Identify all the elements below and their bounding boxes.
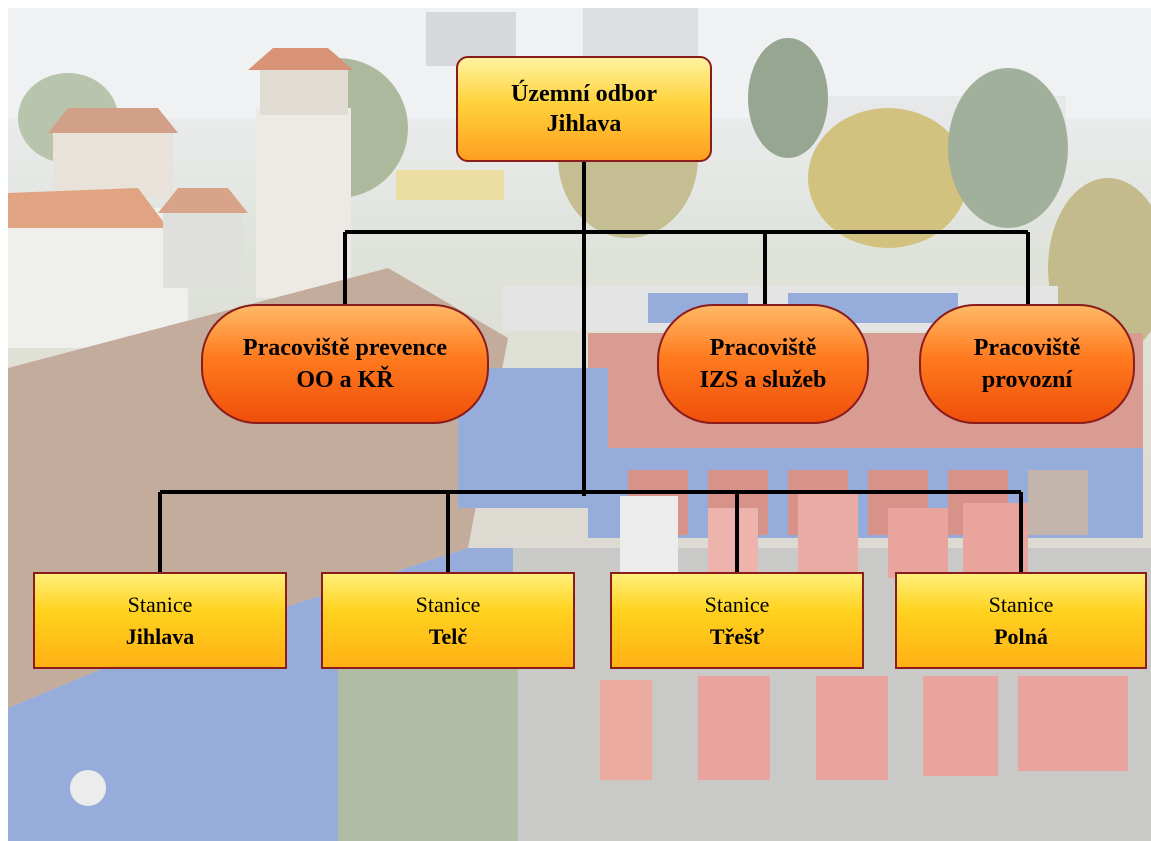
connector-lines — [158, 162, 1030, 572]
connectors — [158, 162, 1030, 572]
root-title: Územní odbor — [511, 81, 657, 107]
department-sublabel: IZS a služeb — [699, 367, 827, 393]
station-name: Jihlava — [125, 623, 195, 649]
station-label: Stanice — [415, 591, 481, 617]
station-node-polna: Stanice Polná — [895, 572, 1147, 669]
station-label: Stanice — [127, 591, 193, 617]
station-node-telc: Stanice Telč — [321, 572, 575, 669]
station-name: Telč — [428, 623, 468, 649]
department-node-prevence: Pracoviště prevence OO a KŘ — [201, 304, 489, 424]
department-node-provozni: Pracoviště provozní — [919, 304, 1135, 424]
department-sublabel: provozní — [981, 367, 1073, 393]
root-node: Územní odbor Jihlava — [456, 56, 712, 162]
station-node-trest: Stanice Třešť — [610, 572, 864, 669]
department-label: Pracoviště — [709, 335, 817, 361]
station-name: Třešť — [709, 623, 765, 649]
root-subtitle: Jihlava — [546, 111, 622, 137]
department-label: Pracoviště prevence — [242, 335, 448, 361]
department-sublabel: OO a KŘ — [296, 367, 394, 393]
station-node-jihlava: Stanice Jihlava — [33, 572, 287, 669]
org-chart-canvas: Územní odbor Jihlava Pracoviště prevence… — [8, 8, 1151, 841]
department-label: Pracoviště — [973, 335, 1081, 361]
department-node-izs: Pracoviště IZS a služeb — [657, 304, 869, 424]
station-label: Stanice — [704, 591, 770, 617]
station-label: Stanice — [988, 591, 1054, 617]
station-name: Polná — [994, 623, 1048, 649]
